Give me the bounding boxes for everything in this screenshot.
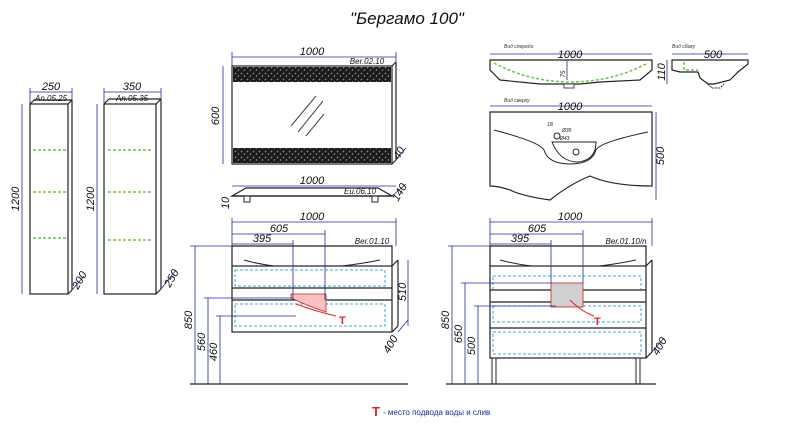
vanity-b-d605: 605 xyxy=(528,223,547,235)
basin-top-offset: 18 xyxy=(547,122,553,128)
vanity-a-d395: 395 xyxy=(253,233,272,245)
mirror-depth: 40 xyxy=(391,144,408,161)
vanity-b-width: 1000 xyxy=(558,211,583,223)
shelf: 1000 Eu.06.10 10 140 xyxy=(220,175,410,209)
mirror-height: 600 xyxy=(210,106,222,125)
vanity-a-d560: 560 xyxy=(196,332,208,351)
legend-marker: T xyxy=(372,404,380,419)
vanity-a-d850: 850 xyxy=(183,310,195,329)
shelf-code: Eu.06.10 xyxy=(344,187,377,196)
vanity-b-d650: 650 xyxy=(453,324,465,343)
vanity-b-d400: 400 xyxy=(650,335,670,358)
cabinet-wide: 350 An.05.35 1200 250 xyxy=(85,81,183,295)
basin-front-width: 1000 xyxy=(558,49,583,61)
basin-top-tag: Вид сверху xyxy=(504,98,530,104)
basin-side-view: Вид сбоку 500 110 xyxy=(656,44,749,89)
cabinet-narrow-height: 1200 xyxy=(10,186,22,211)
vanity-b-d850: 850 xyxy=(440,310,452,329)
cabinet-wide-height: 1200 xyxy=(85,186,97,211)
vanity-a-d400: 400 xyxy=(381,333,401,356)
shelf-thickness: 10 xyxy=(220,196,232,209)
basin-side-height: 110 xyxy=(656,62,668,80)
vanity-b: T 1000 605 395 Ber.01.10/n 850 650 500 4… xyxy=(440,211,670,385)
vanity-a-water-mark: T xyxy=(339,315,346,327)
legend: T - место подвода воды и слив xyxy=(372,404,490,419)
basin-top-hole-1: Ø35 xyxy=(561,128,572,134)
basin-front-view: Вид спереди 1000 75 xyxy=(489,44,653,89)
basin-top-depth: 500 xyxy=(655,146,667,165)
legend-text: - место подвода воды и слив xyxy=(383,408,490,417)
vanity-a-d605: 605 xyxy=(270,223,289,235)
basin-side-width: 500 xyxy=(704,49,723,61)
vanity-a-width: 1000 xyxy=(300,211,325,223)
mirror-code: Ber.02.10 xyxy=(350,57,385,66)
vanity-b-d500: 500 xyxy=(466,336,478,355)
cabinet-narrow: 250 An.05.25 1200 200 xyxy=(10,81,90,295)
vanity-b-code: Ber.01.10/n xyxy=(605,237,647,246)
basin-front-inner: 75 xyxy=(561,70,567,77)
cabinet-wide-depth: 250 xyxy=(162,267,183,291)
vanity-a-d460: 460 xyxy=(208,342,220,361)
basin-front-tag: Вид спереди xyxy=(504,44,534,50)
shelf-width: 1000 xyxy=(300,175,325,187)
vanity-a-code: Ber.01.10 xyxy=(355,237,390,246)
drawing-title: "Бергамо 100" xyxy=(350,9,465,28)
cabinet-narrow-code: An.05.25 xyxy=(34,94,68,103)
basin-top-hole-2: Ø43 xyxy=(559,136,570,142)
vanity-b-water-mark: T xyxy=(594,316,601,328)
vanity-b-d395: 395 xyxy=(511,233,530,245)
mirror-width: 1000 xyxy=(300,46,325,58)
mirror: 1000 Ber.02.10 600 40 xyxy=(210,46,408,165)
shelf-depth: 140 xyxy=(390,181,410,204)
basin-top-width: 1000 xyxy=(558,101,583,113)
cabinet-wide-width: 350 xyxy=(123,81,142,93)
vanity-a-d510: 510 xyxy=(397,282,409,301)
cabinet-narrow-width: 250 xyxy=(41,81,61,93)
basin-top-view: Вид сверху 1000 500 18 Ø35 Ø43 xyxy=(489,98,667,201)
vanity-a: T 1000 605 395 Ber.01.10 850 560 460 510… xyxy=(183,211,409,385)
basin-side-tag: Вид сбоку xyxy=(672,44,696,50)
cabinet-wide-code: An.05.35 xyxy=(115,94,149,103)
